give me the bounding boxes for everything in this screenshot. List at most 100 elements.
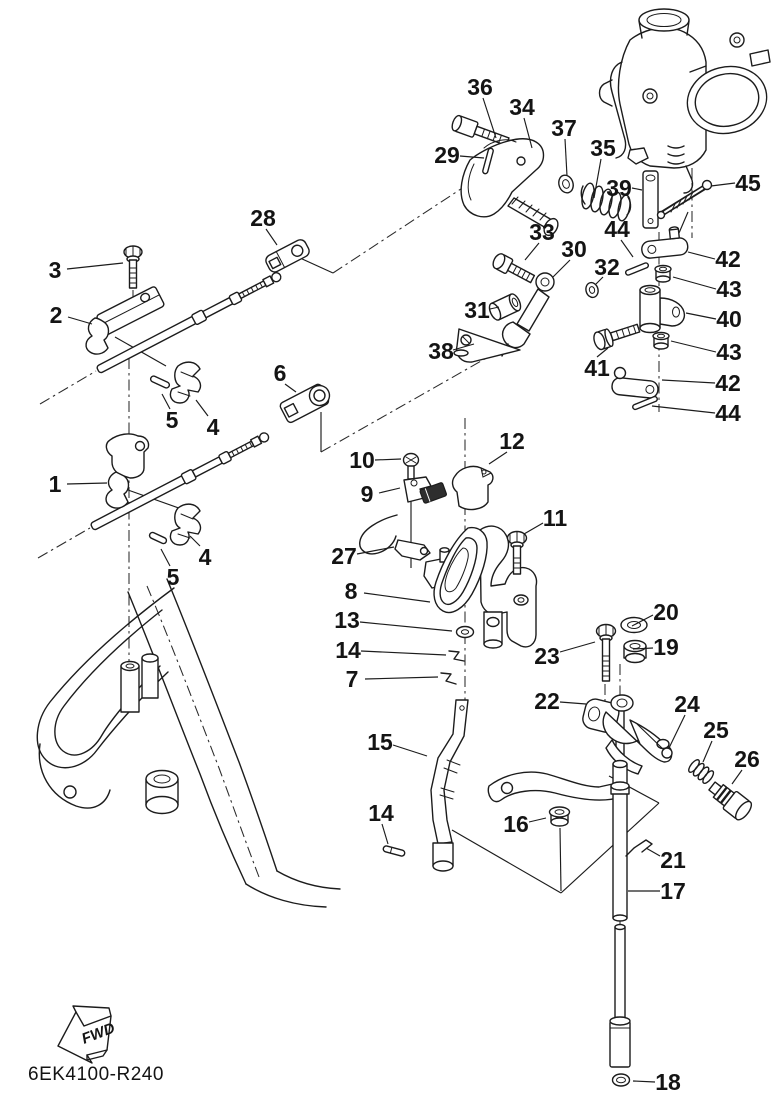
callout-42: 42 xyxy=(715,370,741,396)
link-rod-39 xyxy=(642,170,659,229)
leader-line-16 xyxy=(528,817,547,823)
washer-13 xyxy=(455,625,475,639)
callout-43: 43 xyxy=(716,339,742,365)
leader-line-26 xyxy=(731,769,743,785)
callout-13: 13 xyxy=(334,607,360,633)
cable-bracket-1 xyxy=(105,433,150,509)
callout-24: 24 xyxy=(674,691,700,717)
leader-line-28 xyxy=(265,228,278,246)
callout-32: 32 xyxy=(594,254,620,280)
joint-40 xyxy=(639,284,686,334)
clip-21 xyxy=(625,839,653,857)
stud-33 xyxy=(492,253,536,284)
fwd-arrow: FWD xyxy=(57,1005,117,1064)
leader-line-30 xyxy=(552,259,571,278)
leader-line-5 xyxy=(161,393,171,410)
leader-line-45 xyxy=(710,182,736,187)
control-arm xyxy=(487,771,622,803)
cable-clevis-6 xyxy=(279,383,331,424)
pin-44-upper xyxy=(624,262,650,276)
leader-line-34 xyxy=(523,117,533,149)
leader-line-11 xyxy=(523,522,544,535)
callout-35: 35 xyxy=(590,135,616,161)
leader-line-43 xyxy=(670,340,717,353)
callout-22: 22 xyxy=(534,688,560,714)
callout-40: 40 xyxy=(716,306,742,332)
bolt-41 xyxy=(593,323,641,351)
pin-5-upper xyxy=(149,375,171,389)
callout-41: 41 xyxy=(584,355,610,381)
leader-line-10 xyxy=(374,458,402,461)
callout-10: 10 xyxy=(349,447,375,473)
leader-line-20 xyxy=(631,614,654,627)
bushing-31 xyxy=(488,293,522,321)
throttle-cable-lower xyxy=(90,432,270,531)
callout-31: 31 xyxy=(464,297,490,323)
callout-2: 2 xyxy=(50,302,63,328)
pin-14-lower xyxy=(382,845,406,857)
callout-26: 26 xyxy=(734,746,760,772)
leader-line-12 xyxy=(488,451,508,465)
leader-line-14 xyxy=(381,823,389,845)
callout-29: 29 xyxy=(434,142,460,168)
throttle-cable-upper xyxy=(96,271,282,374)
callout-16: 16 xyxy=(503,811,529,837)
cable-retainer-4-upper xyxy=(169,361,202,404)
bracket-8 xyxy=(423,525,538,649)
callout-38: 38 xyxy=(428,338,454,364)
callout-7: 7 xyxy=(346,666,359,692)
leader-line-15 xyxy=(392,744,428,757)
leader-line-3 xyxy=(66,262,124,270)
callout-6: 6 xyxy=(274,360,287,386)
reference-lines xyxy=(37,168,693,927)
callout-11: 11 xyxy=(543,505,568,531)
spring-35 xyxy=(580,182,632,222)
leader-line-7 xyxy=(364,676,439,680)
spring-25 xyxy=(688,759,715,785)
leader-line-31 xyxy=(489,306,500,310)
callout-25: 25 xyxy=(703,717,729,743)
callout-27: 27 xyxy=(331,543,357,569)
callout-5: 5 xyxy=(167,564,180,590)
callout-4: 4 xyxy=(199,544,212,570)
callout-28: 28 xyxy=(250,205,276,231)
callout-17: 17 xyxy=(660,878,686,904)
ball-24 xyxy=(661,747,673,759)
leader-line-39 xyxy=(631,187,643,191)
callout-1: 1 xyxy=(49,471,62,497)
callout-36: 36 xyxy=(467,74,493,100)
callout-21: 21 xyxy=(660,847,686,873)
lever-42-upper xyxy=(641,226,689,259)
leader-line-4 xyxy=(189,535,201,547)
callout-5: 5 xyxy=(166,407,179,433)
bolt-3 xyxy=(123,245,143,289)
leader-line-27 xyxy=(356,546,395,555)
lever-42-lower xyxy=(611,366,659,399)
leader-line-1 xyxy=(66,482,108,485)
pin-5-lower xyxy=(148,531,168,545)
cam-block-12 xyxy=(451,465,494,511)
leader-line-22 xyxy=(559,701,587,705)
leader-line-35 xyxy=(593,158,602,199)
grommet-16 xyxy=(548,806,571,827)
plug-26 xyxy=(708,781,753,821)
callout-45: 45 xyxy=(735,170,761,196)
leader-line-41 xyxy=(596,347,609,358)
callout-23: 23 xyxy=(534,643,560,669)
engine-boss-large xyxy=(145,769,179,815)
link-joint-45 xyxy=(656,179,713,220)
leader-line-32 xyxy=(595,276,604,285)
washer-37 xyxy=(558,174,574,194)
callout-42: 42 xyxy=(715,246,741,272)
leader-line-9 xyxy=(378,487,401,494)
bushing-19 xyxy=(623,639,647,664)
callout-14: 14 xyxy=(335,637,361,663)
leader-line-18 xyxy=(632,1080,656,1083)
callout-12: 12 xyxy=(499,428,525,454)
leader-line-43 xyxy=(672,276,717,290)
leader-line-36 xyxy=(482,97,497,139)
leader-line-24 xyxy=(668,714,686,749)
